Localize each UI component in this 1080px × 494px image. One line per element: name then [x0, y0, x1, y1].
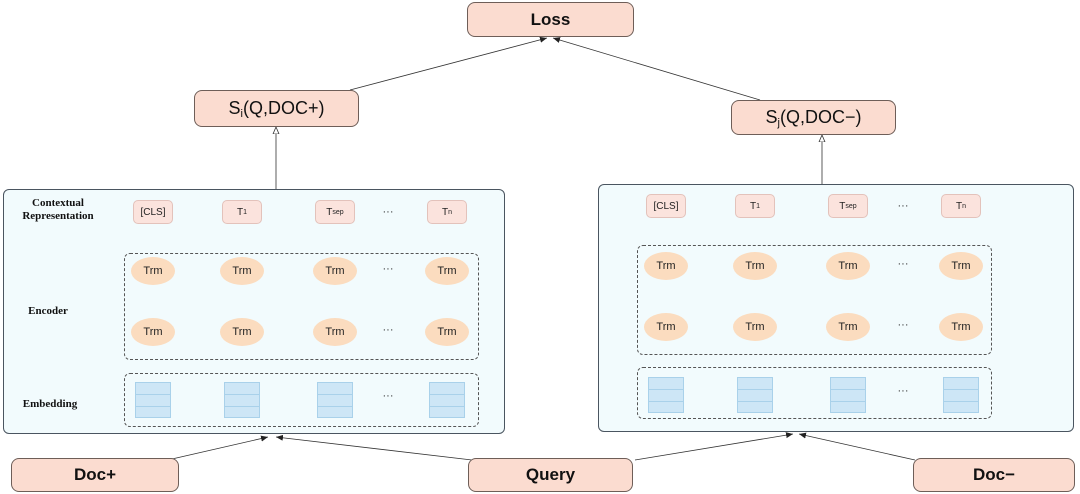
score-negative-node: Sj(Q,DOC−) [731, 100, 896, 135]
token-base: T [839, 200, 846, 212]
left-ellipsis-2: ··· [382, 324, 394, 336]
query-to-right-panel-edge [634, 432, 794, 461]
token-base: [CLS] [140, 206, 166, 218]
token-subscript: sep [332, 208, 344, 216]
query-label: Query [525, 465, 576, 484]
right-embedding-2 [830, 377, 866, 413]
score-pos-to-loss-edge [349, 36, 548, 91]
left-trm-layer1-3: Trm [425, 257, 469, 285]
left-token-0: [CLS] [133, 200, 173, 224]
token-base: T [749, 200, 757, 212]
right-trm-layer2-2: Trm [826, 313, 870, 341]
token-base: T [326, 206, 333, 218]
token-subscript: 1 [243, 208, 247, 216]
doc-negative-input: Doc− [913, 458, 1075, 492]
left-embedding-0 [135, 382, 171, 418]
right-trm-layer2-0: Trm [644, 313, 688, 341]
token-subscript: n [962, 202, 966, 210]
left-ellipsis-0: ··· [382, 206, 394, 218]
right-ellipsis-2: ··· [897, 319, 909, 331]
left-embedding-3 [429, 382, 465, 418]
left-trm-layer2-0: Trm [131, 318, 175, 346]
query-to-left-panel-edge [275, 434, 473, 461]
left-trm-layer1-1: Trm [220, 257, 264, 285]
token-subscript: sep [845, 202, 857, 210]
right-trm-layer1-0: Trm [644, 252, 688, 280]
right-trm-layer2-3: Trm [939, 313, 983, 341]
row-label-encoder: Encoder [28, 305, 68, 317]
token-base: T [955, 200, 963, 212]
doc-neg-to-right-panel-edge [798, 432, 916, 461]
doc-pos-to-left-panel-edge [171, 435, 269, 460]
left-trm-layer2-1: Trm [220, 318, 264, 346]
right-trm-layer1-3: Trm [939, 252, 983, 280]
right-trm-layer1-2: Trm [826, 252, 870, 280]
right-ellipsis-3: ··· [897, 385, 909, 397]
score-positive-node: Si(Q,DOC+) [194, 90, 359, 127]
left-ellipsis-1: ··· [382, 263, 394, 275]
left-embedding-dashed-group [124, 373, 479, 427]
score-positive-label: Si(Q,DOC+) [228, 97, 325, 120]
left-embedding-2 [317, 382, 353, 418]
row-label-embedding: Embedding [22, 398, 78, 410]
score-negative-label: Sj(Q,DOC−) [765, 106, 862, 129]
right-embedding-dashed-group [637, 367, 992, 419]
token-base: T [236, 206, 244, 218]
right-encoder-dashed-group [637, 245, 992, 355]
right-trm-layer1-1: Trm [733, 252, 777, 280]
doc-negative-label: Doc− [972, 465, 1016, 484]
doc-positive-input: Doc+ [11, 458, 179, 492]
right-trm-layer2-1: Trm [733, 313, 777, 341]
loss-node: Loss [467, 2, 634, 37]
token-subscript: n [448, 208, 452, 216]
right-embedding-1 [737, 377, 773, 413]
doc-positive-label: Doc+ [73, 465, 117, 484]
left-trm-layer1-0: Trm [131, 257, 175, 285]
left-trm-layer2-3: Trm [425, 318, 469, 346]
left-embedding-1 [224, 382, 260, 418]
loss-label: Loss [530, 9, 571, 29]
right-embedding-3 [943, 377, 979, 413]
left-trm-layer2-2: Trm [313, 318, 357, 346]
score-neg-to-loss-edge [552, 37, 761, 101]
token-base: T [441, 206, 449, 218]
token-base: [CLS] [653, 200, 679, 212]
token-subscript: 1 [756, 202, 760, 210]
right-ellipsis-1: ··· [897, 258, 909, 270]
left-trm-layer1-2: Trm [313, 257, 357, 285]
query-input: Query [468, 458, 633, 492]
right-ellipsis-0: ··· [897, 200, 909, 212]
left-ellipsis-3: ··· [382, 390, 394, 402]
row-label-contextual: Contextual Representation [22, 197, 94, 222]
left-encoder-dashed-group [124, 253, 479, 360]
right-embedding-0 [648, 377, 684, 413]
right-token-0: [CLS] [646, 194, 686, 218]
